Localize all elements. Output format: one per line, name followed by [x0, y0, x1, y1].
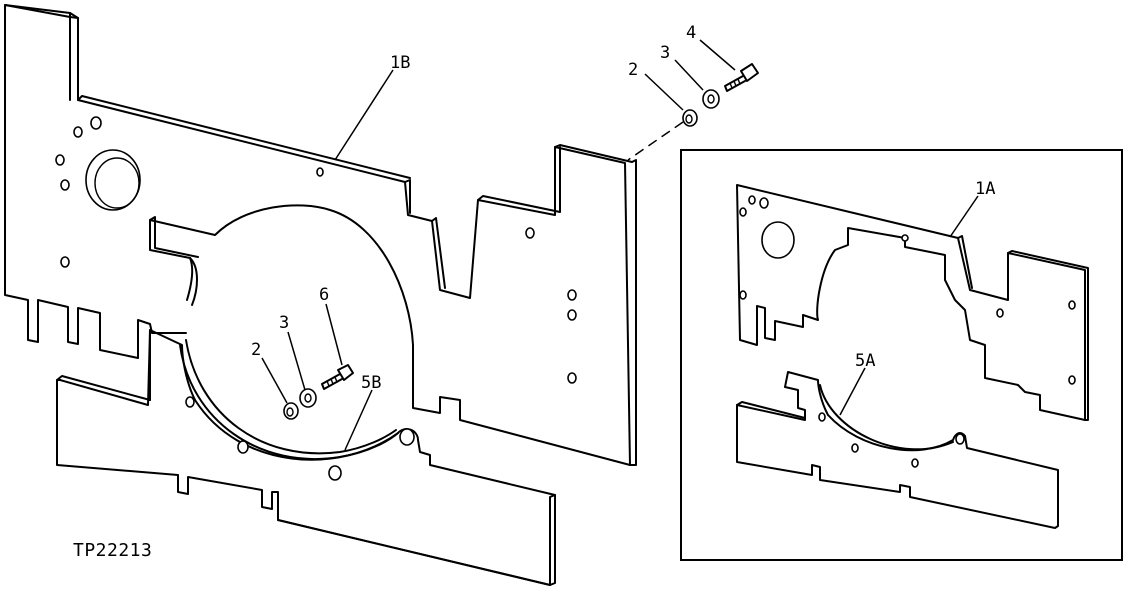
bolt-icon [724, 63, 759, 92]
label-1a: 1A [975, 179, 995, 199]
bolt-icon [321, 364, 354, 390]
label-mid-spacer: 2 [251, 340, 261, 360]
label-mid-bolt: 6 [319, 285, 329, 305]
leader-5b [344, 389, 373, 451]
label-top-washer: 3 [660, 43, 670, 63]
inset-detail [680, 149, 1123, 561]
label-top-spacer: 2 [628, 60, 638, 80]
inset-border [680, 149, 1123, 561]
leader-1b [334, 69, 394, 161]
main-seal-plate-5b [56, 329, 556, 586]
label-top-bolt: 4 [686, 23, 696, 43]
label-5b: 5B [361, 373, 381, 393]
hardware-top [627, 39, 759, 161]
hardware-middle [261, 303, 354, 420]
label-5a: 5A [855, 351, 875, 371]
main-plate-1b [4, 4, 637, 466]
figure-id: TP22213 [73, 540, 152, 561]
spacer-icon [283, 402, 299, 420]
spacer-icon [682, 109, 698, 127]
label-mid-washer: 3 [279, 313, 289, 333]
washer-icon [299, 388, 317, 408]
label-1b: 1B [390, 53, 410, 73]
washer-icon [702, 89, 720, 109]
large-bore-hole [85, 149, 141, 211]
